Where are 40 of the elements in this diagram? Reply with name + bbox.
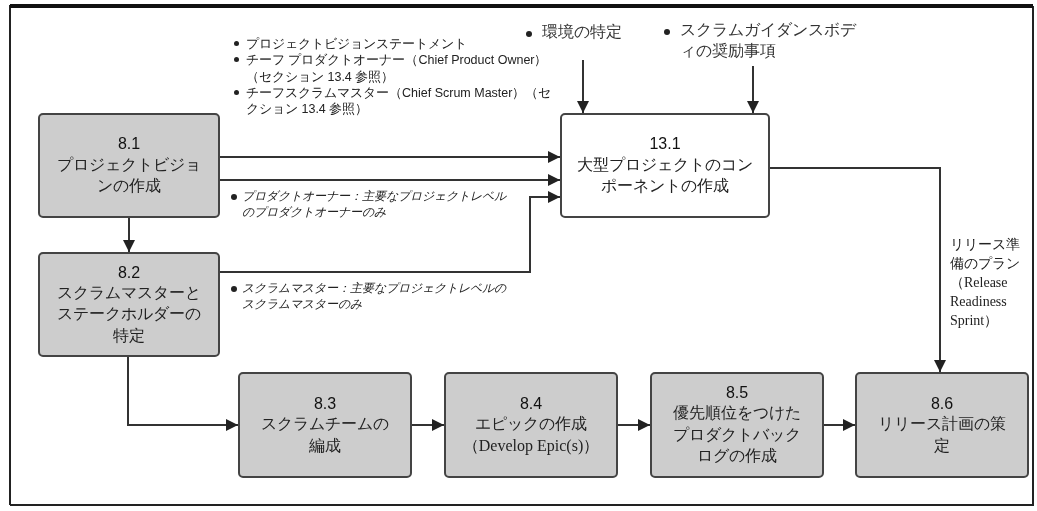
input-note: プロジェクトビジョンステートメント	[246, 37, 467, 51]
process-number: 8.6	[930, 393, 954, 413]
process-box	[444, 372, 618, 478]
process-box	[238, 372, 412, 478]
process-title: 大型プロジェクトのコンポーネントの作成	[576, 154, 754, 197]
edge-label: スクラムマスター：主要なプロジェクトレベルのスクラムマスターのみ	[242, 280, 508, 313]
process-number: 13.1	[649, 134, 681, 154]
process-title: エピックの作成（Develop Epic(s)）	[461, 414, 601, 457]
input-note: チーフ プロダクトオーナー（Chief Product Owner）（セクション 13.4 参照）	[246, 53, 548, 84]
arrow	[127, 356, 239, 431]
process-title: 優先順位をつけたプロダクトバックログの作成	[672, 403, 802, 467]
process-title: リリース計画の策定	[877, 414, 1007, 456]
process-box	[38, 113, 220, 218]
process-title: スクラムマスターとステークホルダーの特定	[56, 282, 202, 346]
process-number: 8.1	[117, 134, 141, 154]
edge-label: リリース準備のプラン（Release Readiness Sprint）	[950, 236, 1021, 330]
arrow	[123, 217, 135, 253]
arrow	[219, 151, 561, 163]
arrow	[747, 65, 759, 114]
arrow	[769, 167, 946, 373]
process-number: 8.5	[725, 383, 749, 403]
arrow	[577, 59, 589, 114]
arrow	[617, 419, 651, 431]
arrow	[411, 419, 445, 431]
process-box	[560, 113, 770, 218]
arrow	[219, 191, 561, 273]
process-box	[38, 252, 220, 357]
process-number: 8.4	[519, 393, 543, 413]
input-text: スクラムガイダンスボディの奨励事項	[680, 20, 858, 61]
process-box	[650, 372, 824, 478]
process-number: 8.2	[117, 262, 141, 282]
process-title: スクラムチームの編成	[260, 414, 390, 456]
arrow	[219, 174, 561, 186]
input-text: 環境の特定	[542, 22, 623, 42]
edge-label: プロダクトオーナー：主要なプロジェクトレベルのプロダクトオーナーのみ	[242, 188, 508, 221]
process-box	[855, 372, 1029, 478]
process-number: 8.3	[313, 393, 337, 413]
input-note: チーフスクラムマスター（Chief Scrum Master）（セクション 13.4 参照）	[246, 85, 552, 116]
process-title: プロジェクトビジョンの作成	[56, 154, 202, 197]
arrow	[823, 419, 856, 431]
